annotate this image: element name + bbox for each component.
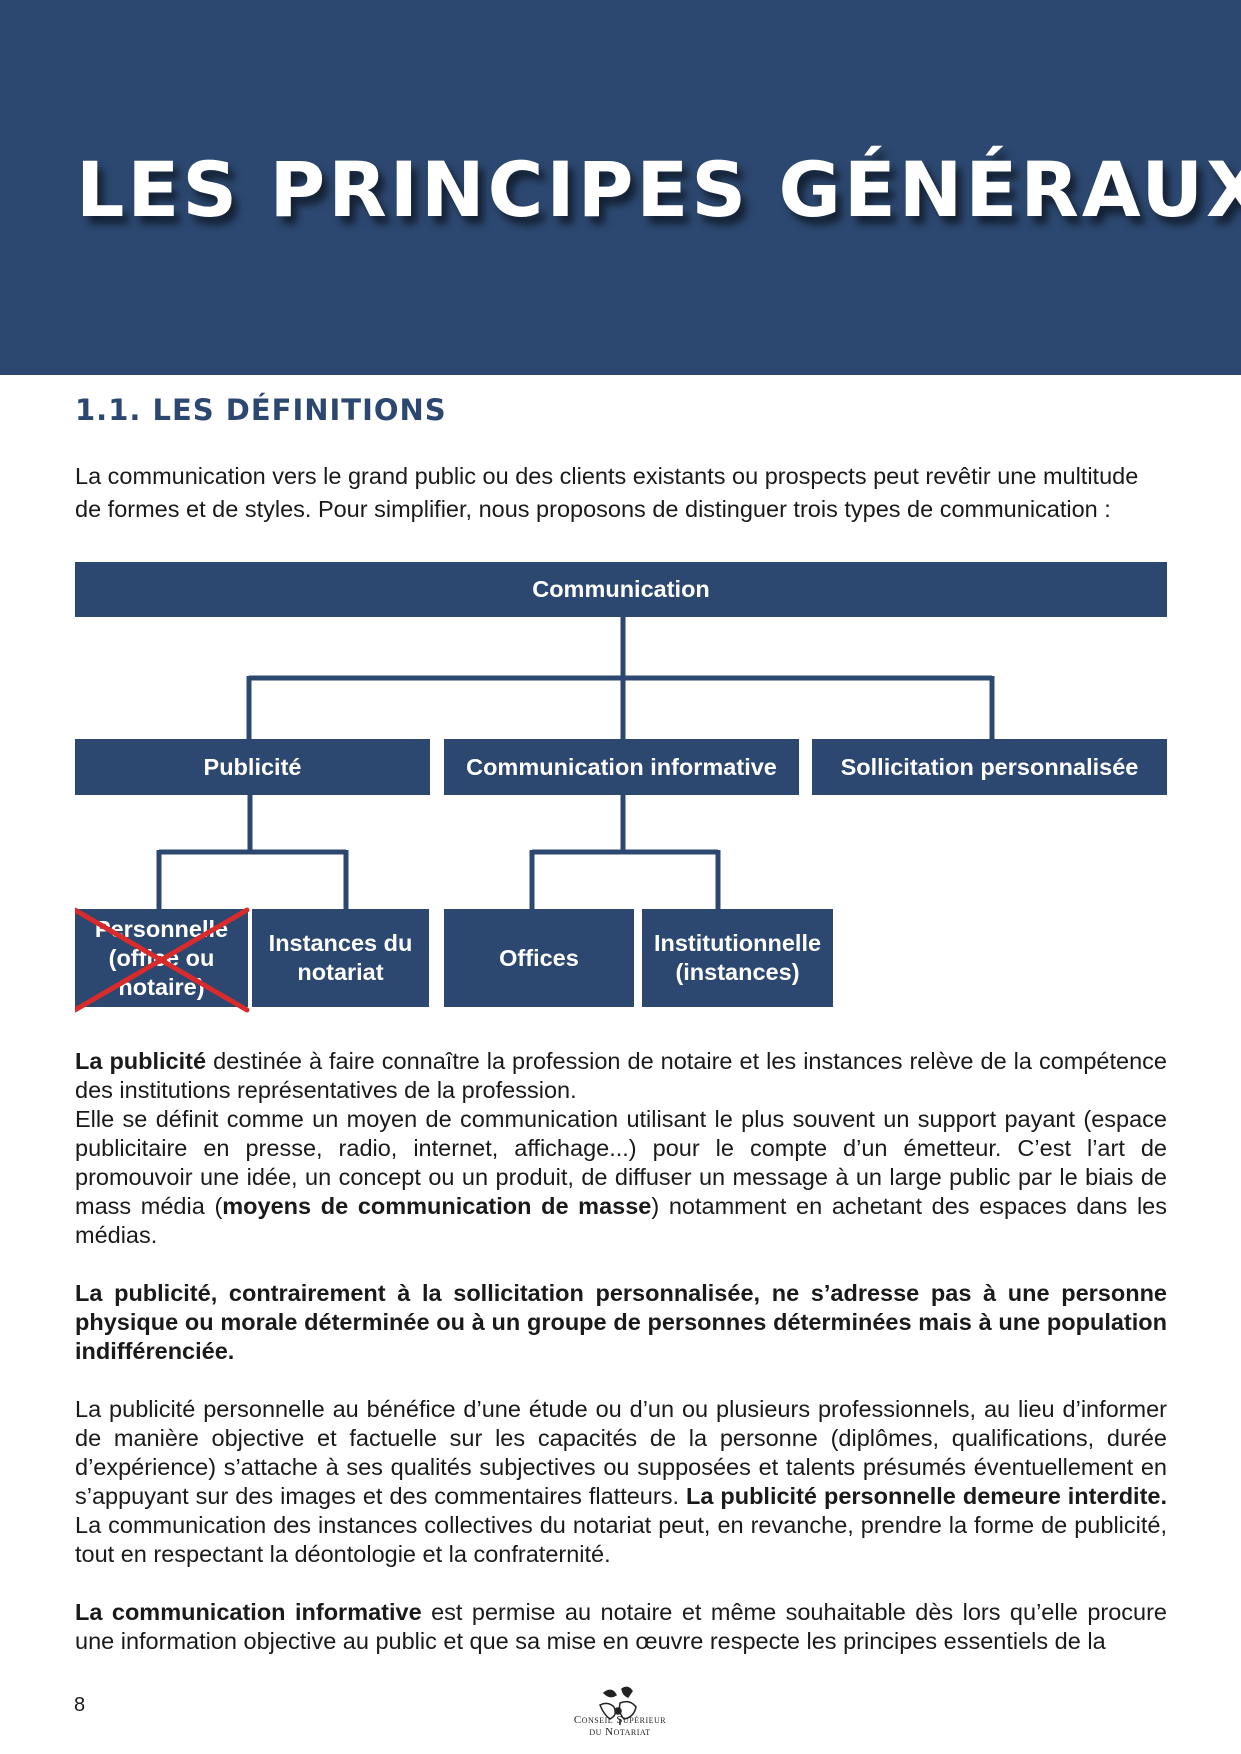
org-node-publicite: Publicité xyxy=(75,739,430,795)
paragraph-contrairement-bold: La publicité, contrairement à la sollici… xyxy=(75,1280,1167,1364)
paragraph-publicite: La publicité destinée à faire connaître … xyxy=(75,1047,1167,1105)
paragraph-personnelle-text-end: La communication des instances collectiv… xyxy=(75,1512,1167,1567)
paragraph-publicite-definition: Elle se définit comme un moyen de commun… xyxy=(75,1105,1167,1250)
paragraph-publicite-personnelle: La publicité personnelle au bénéfice d’u… xyxy=(75,1395,1167,1569)
section-title: 1.1. LES DÉFINITIONS xyxy=(75,393,447,427)
paragraph-personnelle-bold: La publicité personnelle demeure interdi… xyxy=(685,1483,1168,1509)
org-node-offices: Offices xyxy=(444,909,634,1007)
body-text: La publicité destinée à faire connaître … xyxy=(75,1047,1167,1656)
paragraph-personnelle-text: La publicité personnelle au bénéfice d’u… xyxy=(75,1396,1167,1509)
page-number: 8 xyxy=(74,1694,86,1716)
paragraph-publicite-text: destinée à faire connaître la profession… xyxy=(75,1048,1167,1103)
page-title: LES PRINCIPES GÉNÉRAUX xyxy=(76,145,1241,234)
org-node-sollicitation-personnalisee: Sollicitation personnalisée xyxy=(812,739,1167,795)
org-node-communication: Communication xyxy=(75,562,1167,617)
org-node-instances-du-notariat: Instances du notariat xyxy=(252,909,429,1007)
org-chart: Communication Publicité Communication in… xyxy=(75,562,1167,1013)
crossed-out-mark xyxy=(75,907,250,1013)
org-node-communication-informative: Communication informative xyxy=(444,739,799,795)
paragraph-definition-bold: moyens de communication de masse xyxy=(222,1193,652,1219)
org-node-institutionnelle: Institutionnelle (instances) xyxy=(642,909,833,1007)
paragraph-informative-text: est permise au notaire et même souhaitab… xyxy=(75,1599,1167,1654)
footer-org-line2: du Notariat xyxy=(589,1726,651,1738)
csn-logo-icon xyxy=(599,1686,637,1725)
org-chart-connectors xyxy=(156,617,995,910)
intro-paragraph: La communication vers le grand public ou… xyxy=(75,463,1139,522)
paragraph-communication-informative: La communication informative est permise… xyxy=(75,1598,1167,1656)
paragraph-publicite-contrairement: La publicité, contrairement à la sollici… xyxy=(75,1279,1167,1366)
paragraph-publicite-bold: La publicité xyxy=(75,1048,207,1074)
paragraph-informative-bold: La communication informative xyxy=(75,1599,422,1625)
paragraph-definition-text-end: ) notamment en achetant des espaces dans… xyxy=(75,1193,1167,1248)
paragraph-definition-text: Elle se définit comme un moyen de commun… xyxy=(75,1106,1167,1219)
header-band: LES PRINCIPES GÉNÉRAUX xyxy=(0,0,1241,375)
footer-organization: Conseil Supérieur du Notariat xyxy=(530,1714,710,1738)
footer-org-line1: Conseil Supérieur xyxy=(573,1714,667,1726)
